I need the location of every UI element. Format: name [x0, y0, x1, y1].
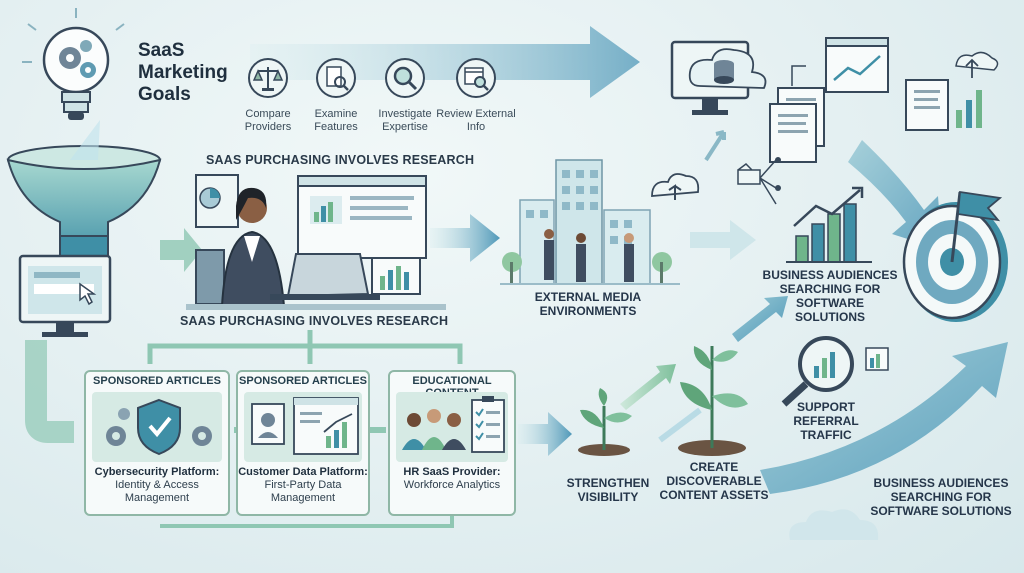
step-review-external-info: Review External Info — [436, 108, 516, 133]
card-company: Cybersecurity Platform: — [94, 466, 220, 478]
profile-chart-icon — [244, 392, 362, 462]
funnel-icon — [6, 120, 162, 263]
monitor-cursor-icon — [18, 254, 112, 337]
card-company: Customer Data Platform: — [238, 466, 368, 478]
card-heading: SPONSORED ARTICLES — [93, 375, 221, 387]
step-icons — [248, 58, 496, 98]
media-arrow — [690, 220, 756, 260]
team-checklist-icon — [396, 392, 508, 462]
bottom-curved-arrow — [760, 342, 1008, 494]
city-buildings-icon — [500, 159, 700, 285]
funnel-arrow — [160, 228, 202, 272]
plant-icon — [678, 296, 788, 456]
lightbulb-gears-icon — [22, 8, 125, 120]
cloud-icon — [789, 509, 879, 540]
card-sponsored-customer-data: SPONSORED ARTICLES Customer Data Platfor… — [236, 370, 370, 516]
step-compare-providers: Compare Providers — [244, 108, 292, 133]
growth-bar-chart-icon — [786, 186, 872, 263]
outcome-strengthen-visibility: STRENGTHEN VISIBILITY — [566, 476, 650, 504]
outcome-referral-traffic: SUPPORT REFERRAL TRAFFIC — [793, 400, 859, 442]
magnifier-icon — [385, 58, 425, 98]
magnifier-chart-icon — [781, 336, 889, 407]
step-examine-features: Examine Features — [314, 108, 358, 133]
sprout-icon — [578, 364, 676, 456]
card-connectors — [147, 330, 463, 364]
card-detail: Identity & Access Management — [115, 479, 199, 504]
card-body: HR SaaS Provider: Workforce Analytics — [390, 466, 514, 492]
top-flow-arrow — [250, 26, 640, 98]
browser-search-icon — [456, 58, 496, 98]
left-flow — [25, 340, 74, 443]
document-search-icon — [316, 58, 356, 98]
card-detail: First-Party Data Management — [264, 479, 342, 504]
database-monitor-icon — [670, 40, 767, 162]
cards-arrow — [518, 412, 572, 456]
scales-icon — [248, 58, 288, 98]
outcome-content-assets: CREATE DISCOVERABLE CONTENT ASSETS — [659, 460, 769, 502]
research-arrow — [430, 214, 500, 262]
documents-charts-icon — [737, 37, 999, 205]
step-investigate-expertise: Investigate Expertise — [378, 108, 432, 133]
card-company: HR SaaS Provider: — [403, 466, 501, 478]
card-detail: Workforce Analytics — [403, 479, 501, 491]
card-sponsored-cybersecurity: SPONSORED ARTICLES Cybersecurity Platfor… — [84, 370, 230, 516]
card-educational-hr: EDUCATIONAL CONTENT HR SaaS Provider: Wo… — [388, 370, 516, 516]
shield-gears-icon — [92, 392, 222, 462]
research-heading-top: SAAS PURCHASING INVOLVES RESEARCH — [206, 153, 475, 167]
card-body: Customer Data Platform: First-Party Data… — [238, 466, 368, 505]
researcher-illustration — [186, 174, 446, 310]
page-title: SaaS Marketing Goals — [138, 40, 228, 105]
audience-label-bottom: BUSINESS AUDIENCES SEARCHING FOR SOFTWAR… — [870, 476, 1012, 518]
target-flag-icon — [902, 190, 1008, 322]
audience-label-top: BUSINESS AUDIENCES SEARCHING FOR SOFTWAR… — [762, 268, 898, 324]
external-media-label: EXTERNAL MEDIA ENVIRONMENTS — [534, 290, 642, 318]
card-body: Cybersecurity Platform: Identity & Acces… — [86, 466, 228, 505]
research-heading-bottom: SAAS PURCHASING INVOLVES RESEARCH — [180, 314, 449, 328]
card-heading: SPONSORED ARTICLES — [239, 375, 367, 387]
